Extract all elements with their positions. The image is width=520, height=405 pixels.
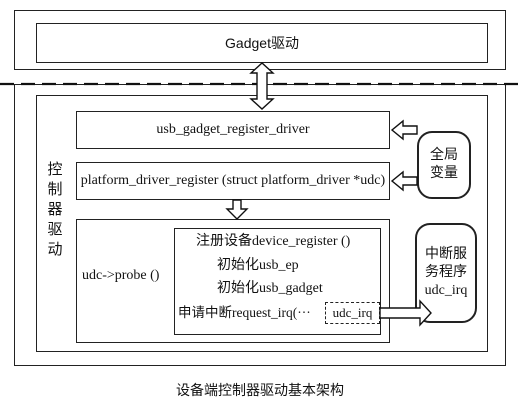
gadget-controller-double-arrow: [249, 62, 275, 110]
global-to-platform-register-arrow: [390, 170, 418, 192]
usb-gadget-register-driver-box: usb_gadget_register_driver: [76, 111, 390, 149]
request-irq-call: 申请中断request_irq(···: [178, 305, 311, 320]
figure-caption: 设备端控制器驱动基本架构: [176, 384, 344, 399]
controller-driver-label: 控制器驱动: [47, 162, 63, 258]
platform-driver-register-label: platform_driver_register (struct platfor…: [80, 173, 386, 188]
gadget-driver-box: Gadget驱动: [36, 23, 488, 63]
isr-label-line-2: 务程序: [425, 265, 467, 280]
isr-label-line-3: udc_irq: [424, 283, 468, 298]
register-to-probe-arrow: [225, 199, 249, 220]
device-register-call: 注册设备device_register (): [196, 234, 351, 249]
global-variables-label: 全局变量: [430, 148, 458, 181]
probe-label: udc->probe (): [82, 268, 160, 283]
interrupt-service-routine-box: 中断服 务程序 udc_irq: [415, 223, 477, 323]
gadget-driver-label: Gadget驱动: [225, 35, 299, 51]
platform-driver-register-box: platform_driver_register (struct platfor…: [76, 162, 390, 200]
global-to-gadget-register-arrow: [390, 119, 418, 141]
init-usb-ep-call: 初始化usb_ep: [217, 258, 299, 273]
udc-irq-box: udc_irq: [325, 302, 380, 324]
usb-gadget-register-driver-label: usb_gadget_register_driver: [156, 122, 310, 137]
global-variables-box: 全局变量: [417, 131, 471, 199]
udc-irq-to-isr-arrow: [379, 299, 432, 327]
udc-irq-label: udc_irq: [332, 305, 373, 320]
init-usb-gadget-call: 初始化usb_gadget: [217, 281, 323, 296]
isr-label-line-1: 中断服: [425, 247, 467, 262]
